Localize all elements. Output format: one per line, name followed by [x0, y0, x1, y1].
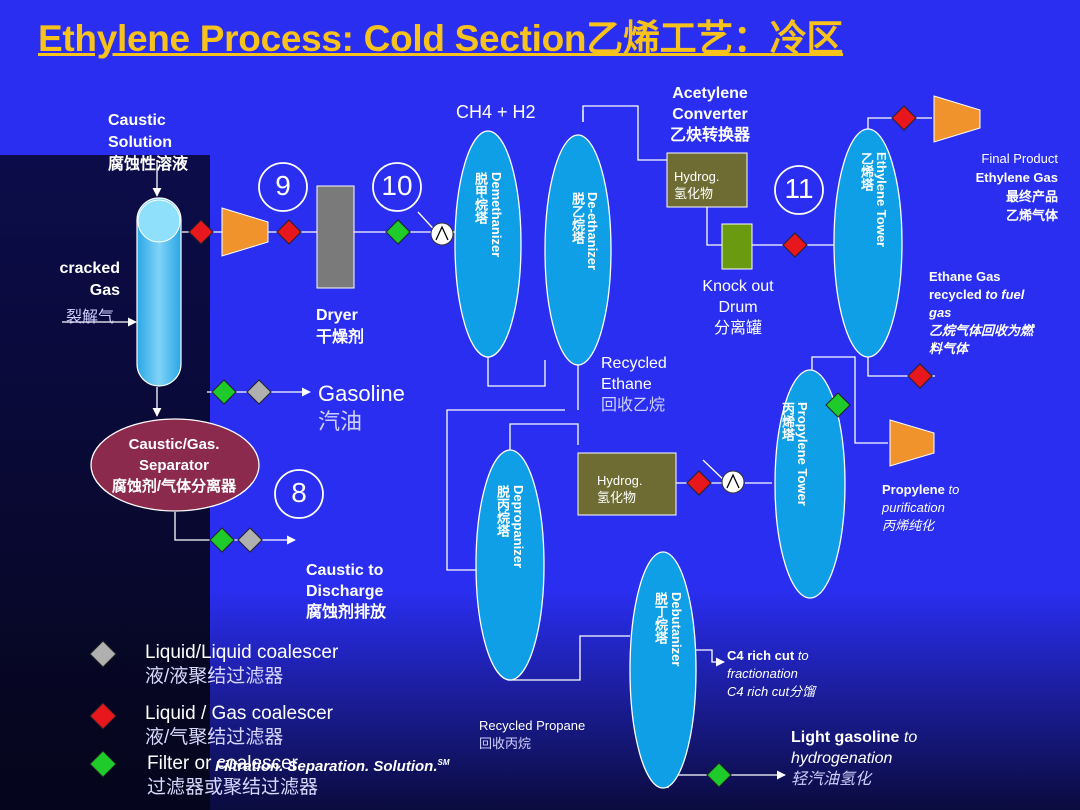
knockout-drum — [721, 223, 753, 270]
red-filter-icon — [188, 219, 214, 245]
legend-icons — [89, 640, 117, 778]
deethanizer-tower — [544, 134, 612, 366]
legend-green-diamond-icon — [89, 750, 117, 778]
heat-exchanger-icon — [417, 211, 454, 246]
debutanizer-cn-label: 脱丁烷塔 — [653, 592, 668, 644]
filter-diamonds — [188, 105, 933, 788]
hydrog-lower-label: Hydrog. 氢化物 — [597, 473, 643, 505]
compressor-icon — [221, 207, 269, 257]
bottom-shade — [0, 590, 1080, 810]
red-filter-icon — [276, 219, 302, 245]
recycled-propane-label: Recycled Propane 回收丙烷 — [479, 718, 586, 751]
page-title: Ethylene Process: Cold Section乙烯工艺：冷区 — [38, 18, 844, 59]
debutanizer-label: Debutanizer — [669, 592, 684, 667]
ethylene-tower-cn-label: 乙烯塔 — [859, 152, 874, 191]
cracked-gas-label: cracked Gas — [59, 260, 121, 299]
knockout-drum-label: Knock out Drum 分离罐 — [702, 278, 774, 337]
depropanizer-cn-label: 脱丙烷塔 — [495, 485, 510, 537]
compressor-icon — [889, 419, 935, 467]
c4-cut-label: C4 rich cut to fractionation C4 rich cut… — [727, 648, 816, 699]
hydrog-upper-label: Hydrog. 氢化物 — [674, 169, 720, 201]
red-filter-icon — [782, 232, 808, 258]
propylene-tower-cn-label: 丙烯塔 — [780, 402, 795, 441]
red-filter-icon — [907, 363, 933, 389]
compressor-icon — [933, 95, 981, 143]
caustic-wash-column — [136, 197, 182, 387]
dryer-vessel — [316, 185, 355, 289]
legend-item-filter: Filter or coalescer 过滤器或聚结过滤器 — [147, 753, 319, 798]
caustic-solution-label: Caustic Solution 腐蚀性溶液 — [108, 112, 189, 173]
legend-red-diamond-icon — [89, 702, 117, 730]
propylene-purification-label: Propylene to purification 丙烯纯化 — [882, 482, 960, 533]
green-filter-icon — [209, 527, 235, 553]
caustic-gas-separator — [90, 418, 260, 512]
light-gasoline-label: Light gasoline to hydrogenation 轻汽油氢化 — [791, 729, 918, 788]
step-number-11: 11 — [784, 173, 814, 204]
green-filter-icon — [211, 379, 237, 405]
ethane-gas-label: Ethane Gas recycled to fuel gas 乙烷气体回收为燃… — [929, 269, 1034, 356]
depropanizer-label: Depropanizer — [511, 485, 526, 569]
ethylene-tower-label: Ethylene Tower — [874, 152, 889, 248]
propylene-tower-label: Propylene Tower — [795, 402, 810, 506]
heat-exchanger-icon — [702, 459, 745, 494]
dryer-label: Dryer 干燥剂 — [316, 307, 365, 346]
red-filter-icon — [891, 105, 917, 131]
ethylene-tower — [833, 128, 903, 358]
grey-filter-icon — [246, 379, 272, 405]
legend-item-liquid-gas: Liquid / Gas coalescer 液/气聚结过滤器 — [145, 703, 333, 748]
debutanizer-tower — [629, 551, 697, 789]
hydrogenation-box-upper — [666, 152, 748, 208]
number-circles — [258, 162, 824, 519]
propylene-tower — [774, 369, 846, 599]
gasoline-label: Gasoline 汽油 — [318, 381, 405, 434]
legend-grey-diamond-icon — [89, 640, 117, 668]
tagline: Filtration. Separation. Solution.SM — [215, 758, 450, 775]
depropanizer-tower — [475, 449, 545, 681]
step-circle-10 — [372, 162, 422, 212]
cracked-gas-cn: 裂解气 — [66, 309, 115, 326]
step-number-9: 9 — [275, 170, 291, 201]
step-number-10: 10 — [381, 170, 413, 201]
demethanizer-label: Demethanizer — [489, 172, 504, 258]
legend-item-liquid-liquid: Liquid/Liquid coalescer 液/液聚结过滤器 — [145, 642, 339, 687]
demethanizer-tower — [454, 130, 522, 358]
green-filter-icon — [706, 762, 732, 788]
step-number-8: 8 — [291, 477, 307, 508]
separator-label: Caustic/Gas. Separator 腐蚀剂/气体分离器 — [111, 436, 237, 495]
ch4-h2-label: CH4 + H2 — [456, 102, 536, 122]
caustic-discharge-label: Caustic to Discharge 腐蚀剂排放 — [306, 562, 387, 621]
deethanizer-cn-label: 脱乙烷塔 — [570, 192, 585, 244]
step-circle-11 — [774, 165, 824, 215]
recycled-ethane-label: Recycled Ethane 回收乙烷 — [601, 355, 667, 414]
step-circle-8 — [274, 469, 324, 519]
final-product-label: Final Product Ethylene Gas 最终产品 乙烯气体 — [975, 151, 1058, 223]
grey-filter-icon — [237, 527, 263, 553]
demethanizer-cn-label: 脱甲烷塔 — [473, 172, 488, 224]
green-filter-icon — [385, 219, 411, 245]
deethanizer-label: De-ethanizer — [585, 192, 600, 271]
green-filter-icon — [825, 392, 851, 418]
acetylene-converter-label: Acetylene Converter 乙炔转换器 — [669, 85, 750, 144]
step-circle-9 — [258, 162, 308, 212]
red-filter-icon — [686, 470, 712, 496]
hydrogenation-box-lower — [577, 452, 677, 516]
